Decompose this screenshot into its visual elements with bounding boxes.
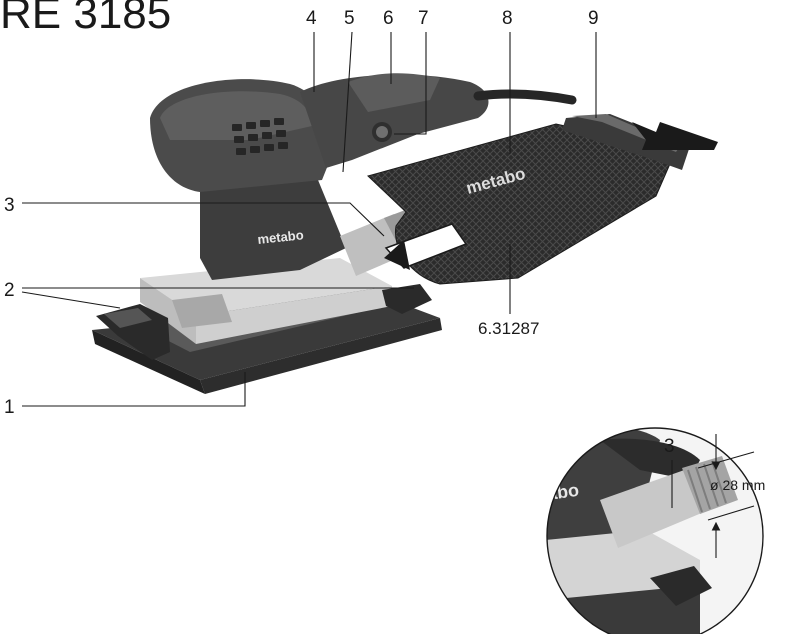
clamping-lever-right [382,284,432,314]
callout-9: 9 [588,8,599,29]
dimension-line-top [697,451,755,469]
power-cord [473,89,577,105]
callout-1: 1 [4,397,15,418]
detail-inset: abo 3 ø 28 mm [546,427,765,634]
callout-2: 2 [4,280,15,301]
clip-direction-arrow [632,122,718,150]
leader-line-7 [394,32,427,135]
callout-5: 5 [344,8,355,29]
leader-line-2b [21,291,121,309]
title-fragment: RE 3185 [0,0,171,38]
aluminium-body [140,258,392,344]
callout-6: 6 [383,8,394,29]
body-logo: metabo [257,227,305,247]
part-number: 6.31287 [478,319,539,338]
switch-button [372,122,392,142]
dimension-line-bottom [707,505,755,521]
insert-arrow [384,223,468,270]
leader-line-1 [22,372,246,407]
callout-8: 8 [502,8,513,29]
clamping-lever-left [96,304,170,360]
leader-line-5 [342,31,353,173]
callout-7: 7 [418,8,429,29]
vent-grille [232,118,288,155]
callout-4: 4 [306,8,317,29]
detail-callout-3: 3 [664,436,675,457]
diameter-label: ø 28 mm [710,477,765,493]
handle [300,73,489,168]
leader-line-3 [22,202,385,237]
callout-3: 3 [4,195,15,216]
motor-housing: metabo [150,79,346,280]
